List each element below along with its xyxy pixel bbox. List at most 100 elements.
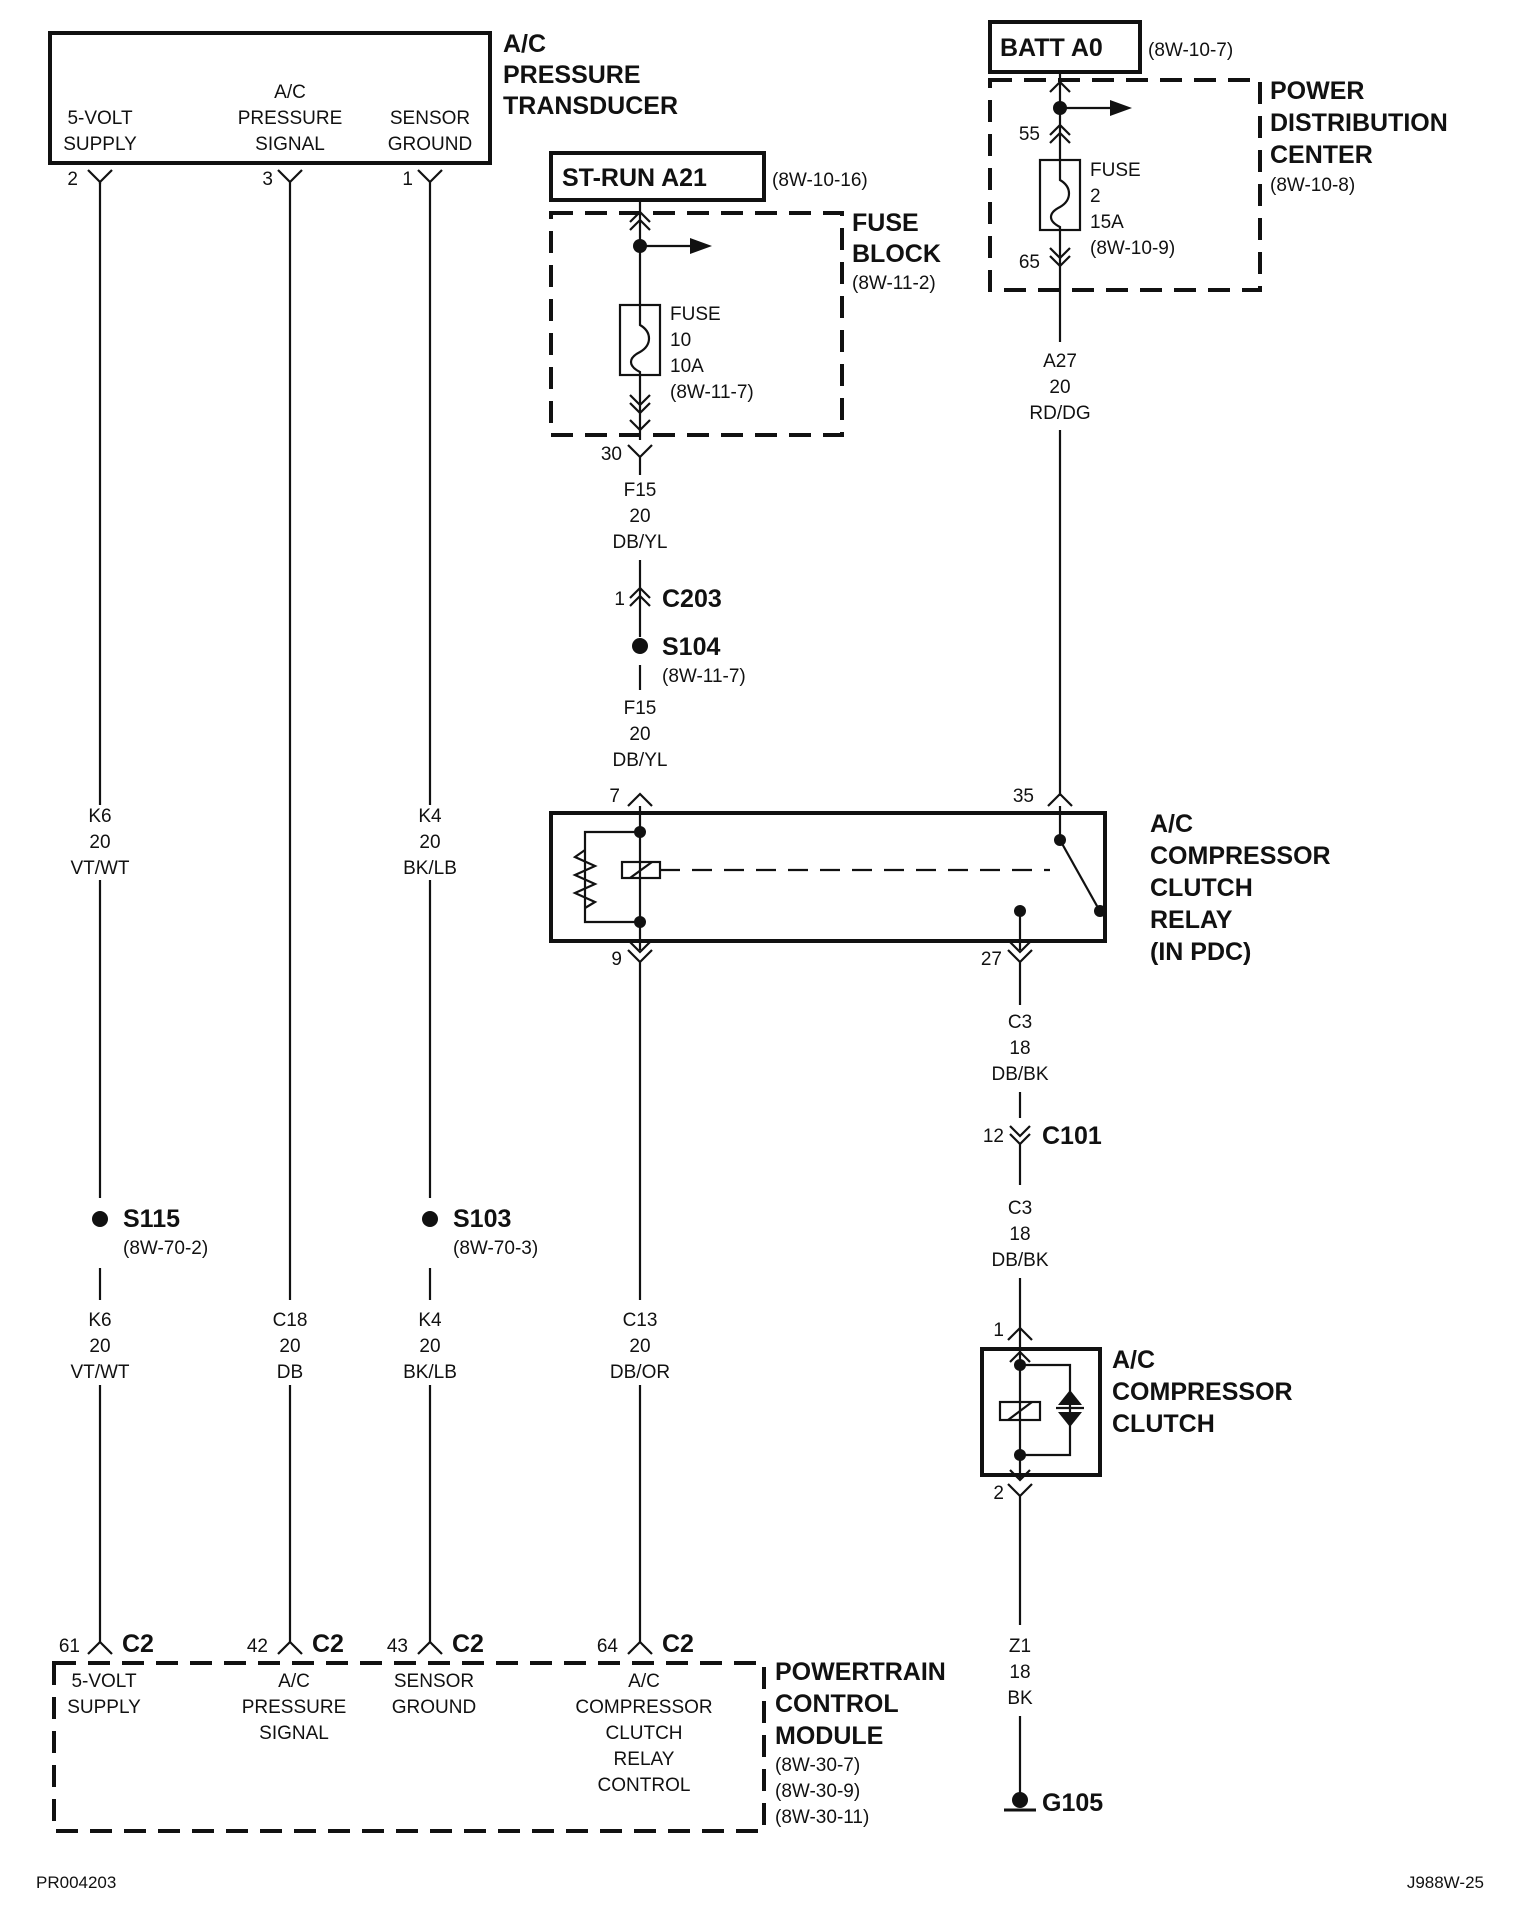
fuse-block-title-2: BLOCK xyxy=(852,240,941,268)
relay-switch-blade xyxy=(1059,839,1098,907)
pin-number: 61 xyxy=(59,1636,80,1657)
wire-label: C18 xyxy=(273,1310,308,1331)
strun-ref: (8W-10-16) xyxy=(772,170,868,191)
transducer-pin-label: SIGNAL xyxy=(255,134,325,155)
pin-number: 64 xyxy=(597,1636,619,1657)
terminal-male-icon xyxy=(629,210,651,231)
transducer-pin-label: 5-VOLT xyxy=(67,108,133,129)
connector-c2-name: C2 xyxy=(122,1630,154,1658)
pdc-ref: (8W-10-8) xyxy=(1270,175,1355,196)
terminal-male-icon xyxy=(1009,1469,1031,1482)
fuse-2-label: 2 xyxy=(1090,186,1101,207)
footer-right-code: J988W-25 xyxy=(1407,1873,1484,1892)
pin-number: 35 xyxy=(1013,786,1034,807)
pcm-pin-label: SENSOR xyxy=(394,1671,474,1692)
wire-label: BK/LB xyxy=(403,858,457,879)
terminal-male-icon xyxy=(627,792,653,807)
connector-c2-name: C2 xyxy=(662,1630,694,1658)
connector-pin: 12 xyxy=(983,1126,1004,1147)
terminal-male-icon xyxy=(1007,1326,1033,1341)
connector-c101-icon xyxy=(1009,1125,1031,1146)
terminal-female-icon xyxy=(1007,1483,1033,1498)
pcm-title: CONTROL xyxy=(775,1690,899,1718)
strun-label: ST-RUN A21 xyxy=(562,164,707,192)
connector-c101-name: C101 xyxy=(1042,1122,1102,1150)
terminal-female-icon xyxy=(87,169,113,184)
splice-s103-dot xyxy=(422,1211,438,1227)
terminal-male-icon xyxy=(417,1640,443,1655)
pin-number: 7 xyxy=(609,786,620,807)
pin-number: 65 xyxy=(1019,252,1040,273)
terminal-female-icon xyxy=(417,169,443,184)
ground-icon xyxy=(1012,1792,1028,1808)
fuse-10-label: (8W-11-7) xyxy=(670,382,754,403)
wire-label: VT/WT xyxy=(70,1362,129,1383)
diode-branch xyxy=(1020,1363,1072,1457)
fuse-2-label: FUSE xyxy=(1090,160,1141,181)
terminal-male-icon xyxy=(1049,123,1071,144)
pin-number: 1 xyxy=(993,1320,1004,1341)
pcm-pin-label: SIGNAL xyxy=(259,1723,329,1744)
batt-a0-box xyxy=(988,20,1142,74)
terminal-male-icon xyxy=(1049,247,1071,268)
transducer-pin-label: PRESSURE xyxy=(238,108,343,129)
terminal-male-icon xyxy=(627,1640,653,1655)
pdc-box xyxy=(988,78,1262,292)
transducer-pin-label: SENSOR xyxy=(390,108,470,129)
pcm-pin-label: CONTROL xyxy=(598,1775,691,1796)
relay-coil-icon xyxy=(629,861,653,879)
wire-label: Z1 xyxy=(1009,1636,1031,1657)
pcm-box xyxy=(52,1661,766,1833)
pcm-pin-label: COMPRESSOR xyxy=(575,1697,712,1718)
pcm-pin-label: 5-VOLT xyxy=(71,1671,137,1692)
fuse-10-label: FUSE xyxy=(670,304,721,325)
wire-label: 20 xyxy=(629,724,650,745)
terminal-male-icon xyxy=(1047,792,1073,807)
wire-label: C13 xyxy=(623,1310,658,1331)
diode-icon xyxy=(1058,1412,1082,1427)
fuse-block-ref: (8W-11-2) xyxy=(852,273,936,294)
pcm-ref: (8W-30-11) xyxy=(775,1807,869,1828)
pin-number: 2 xyxy=(993,1483,1004,1504)
fuse-2-label: (8W-10-9) xyxy=(1090,238,1175,259)
wire-label: 20 xyxy=(419,1336,440,1357)
pcm-pin-label: A/C xyxy=(278,1671,310,1692)
fuse-block-box xyxy=(549,211,844,437)
wire-label: DB/YL xyxy=(613,532,668,553)
wire-label: VT/WT xyxy=(70,858,129,879)
wire-label: RD/DG xyxy=(1029,403,1090,424)
ac-pressure-transducer: A/C PRESSURE TRANSDUCER 5-VOLT SUPPLY A/… xyxy=(48,30,678,190)
pcm-pin-label: RELAY xyxy=(614,1749,675,1770)
wire-label: K6 xyxy=(88,806,111,827)
transducer-title-3: TRANSDUCER xyxy=(503,92,678,120)
strun-a21-box xyxy=(549,151,766,202)
pin-number: 1 xyxy=(402,169,413,190)
relay-title: (IN PDC) xyxy=(1150,938,1251,966)
arrow-right-icon xyxy=(1110,100,1132,116)
wire-label: BK xyxy=(1007,1688,1033,1709)
transducer-pin-label: A/C xyxy=(274,82,306,103)
pcm-ref: (8W-30-7) xyxy=(775,1755,860,1776)
terminal-male-icon xyxy=(1009,1350,1031,1363)
splice-s115-ref: (8W-70-2) xyxy=(123,1238,208,1259)
wire-label: A27 xyxy=(1043,351,1077,372)
terminal-male-icon xyxy=(1049,80,1071,93)
pcm-ref: (8W-30-9) xyxy=(775,1781,860,1802)
fuse-element-icon xyxy=(1049,160,1071,230)
pcm-pin-label: A/C xyxy=(628,1671,660,1692)
fuse-2-label: 15A xyxy=(1090,212,1124,233)
pcm-pin-label: SUPPLY xyxy=(67,1697,141,1718)
terminal-male-icon xyxy=(1007,939,1033,954)
transducer-pin-label: SUPPLY xyxy=(63,134,137,155)
terminal-male-icon xyxy=(629,419,651,432)
wire-label: F15 xyxy=(624,480,657,501)
splice-s115-dot xyxy=(92,1211,108,1227)
clutch-coil-icon xyxy=(1007,1401,1033,1421)
wire-label: DB/OR xyxy=(610,1362,670,1383)
pin-number: 43 xyxy=(387,1636,408,1657)
wire-label: 20 xyxy=(89,1336,110,1357)
splice-s103-name: S103 xyxy=(453,1205,511,1233)
pin-number: 27 xyxy=(981,949,1002,970)
resistor-icon xyxy=(572,849,598,909)
